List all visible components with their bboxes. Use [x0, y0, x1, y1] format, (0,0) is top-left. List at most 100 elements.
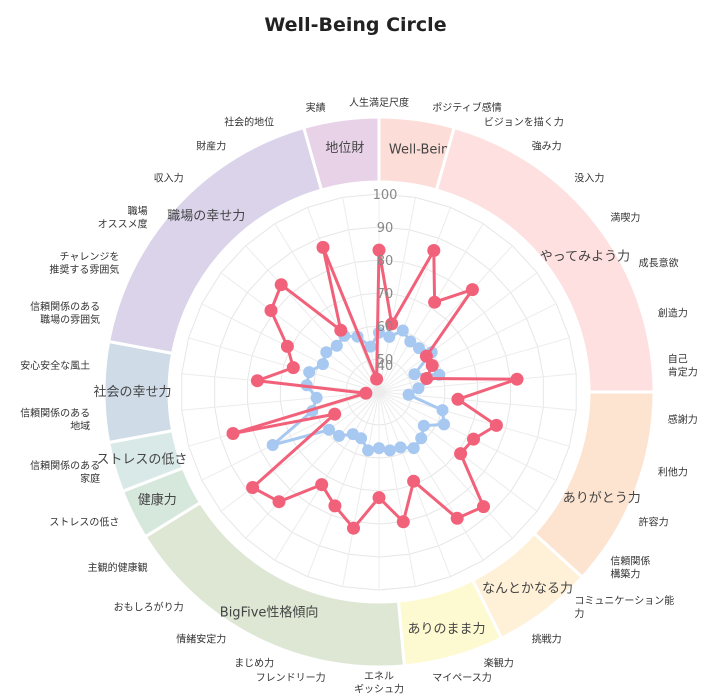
grid-spoke [220, 391, 380, 512]
grid-spoke [274, 223, 380, 393]
data-point [396, 515, 410, 529]
category-label: 信頼関係のある家庭 [30, 460, 100, 485]
data-point [415, 432, 428, 445]
data-point [383, 444, 396, 457]
data-point [465, 283, 479, 297]
sector-label: 健康力 [138, 492, 177, 508]
ring-sector [106, 125, 324, 356]
grid-spoke [378, 373, 577, 393]
data-point [408, 368, 421, 381]
grid-spoke [220, 272, 380, 393]
data-point [413, 342, 425, 355]
data-point [404, 335, 417, 348]
data-point [451, 392, 465, 406]
sector-label: 社会の幸せ力 [93, 384, 171, 400]
tick-label: 40 [377, 359, 394, 374]
data-point [427, 244, 441, 257]
data-point [320, 346, 333, 359]
data-point [328, 499, 342, 513]
data-point [330, 339, 343, 352]
data-point [385, 317, 399, 331]
category-label: 情緒安定力 [176, 633, 226, 646]
grid-spoke [378, 391, 416, 587]
data-point [310, 391, 323, 404]
data-point [316, 240, 330, 254]
data-point [323, 423, 335, 436]
category-label: 人生満足尺度 [349, 96, 409, 109]
data-point [303, 366, 316, 379]
data-point [396, 324, 409, 337]
data-point [272, 495, 286, 509]
category-label: 職場オススメ度 [98, 205, 148, 231]
data-point [412, 382, 425, 395]
category-label: 自己肯定力 [668, 353, 698, 379]
category-label: 実績 [306, 101, 326, 114]
data-point [510, 372, 524, 386]
data-point [364, 340, 377, 353]
tick-label: 80 [377, 254, 394, 269]
category-ring: Well-Beingやってみよう力ありがとう力なんとかなる力ありのまま力BigF… [93, 115, 656, 669]
category-label: 感謝力 [668, 413, 698, 426]
data-point [274, 278, 288, 292]
data-point [362, 444, 375, 457]
data-point [250, 374, 264, 388]
grid-spoke [245, 245, 380, 393]
category-label: おもしろがり力 [114, 600, 184, 613]
grid-spoke [378, 391, 484, 561]
data-point [226, 427, 240, 440]
grid-spoke [378, 391, 557, 481]
tick-label: 60 [377, 320, 394, 335]
grid-spoke [378, 303, 557, 393]
data-point [436, 404, 449, 417]
grid-spoke [307, 391, 380, 577]
sector-label: なんとかなる力 [482, 582, 573, 597]
category-label: フレンドリー力 [256, 671, 326, 684]
grid-spoke [201, 391, 380, 481]
grid-spoke [181, 391, 380, 411]
sector-label: やってみよう力 [540, 250, 630, 265]
data-point [477, 500, 490, 514]
category-label: 収入力 [154, 172, 184, 185]
data-point [333, 429, 345, 442]
sector-label: ストレスの低さ [96, 453, 187, 468]
tick-label: 70 [377, 287, 394, 302]
category-label: コミュニケーション能力 [574, 594, 674, 620]
data-point [425, 359, 439, 372]
category-label: 没入力 [574, 172, 604, 185]
grid-spoke [378, 272, 538, 393]
data-point [407, 442, 420, 455]
data-point [266, 439, 279, 451]
data-point [438, 418, 450, 431]
data-point [407, 474, 421, 488]
data-point [286, 361, 300, 375]
data-point [246, 481, 260, 494]
chart-title: Well-Being Circle [264, 14, 447, 36]
grid-spoke [378, 223, 484, 393]
sector-label: Well-Being [389, 143, 458, 158]
grid-spoke [378, 337, 570, 393]
data-point [420, 372, 434, 385]
grid-spoke [342, 197, 380, 393]
data-point [370, 372, 384, 386]
category-label: 成長意欲 [639, 257, 679, 270]
category-label: 信頼関係のある職場の雰囲気 [30, 301, 100, 326]
category-label: ビジョンを描く力 [484, 116, 564, 129]
category-label: 財産力 [196, 139, 226, 152]
data-point [467, 432, 480, 446]
category-label: 満喫力 [610, 211, 640, 224]
category-label: まじめ力 [234, 656, 274, 669]
data-point [359, 386, 373, 400]
data-point [373, 442, 385, 455]
outer-labels: 人生満足尺度ポジティブ感情ビジョンを描く力強み力没入力満喫力成長意欲創造力自己肯… [20, 96, 698, 696]
grid-spoke [378, 207, 451, 393]
sector-label: BigFive性格傾向 [220, 605, 319, 621]
data-point [347, 521, 360, 535]
category-label: 創造力 [658, 307, 688, 320]
data-point [372, 491, 386, 505]
category-label: 利他力 [658, 465, 688, 478]
data-point [383, 330, 396, 343]
data-point [372, 243, 386, 257]
data-point [264, 304, 278, 317]
ring-sector [301, 115, 381, 192]
